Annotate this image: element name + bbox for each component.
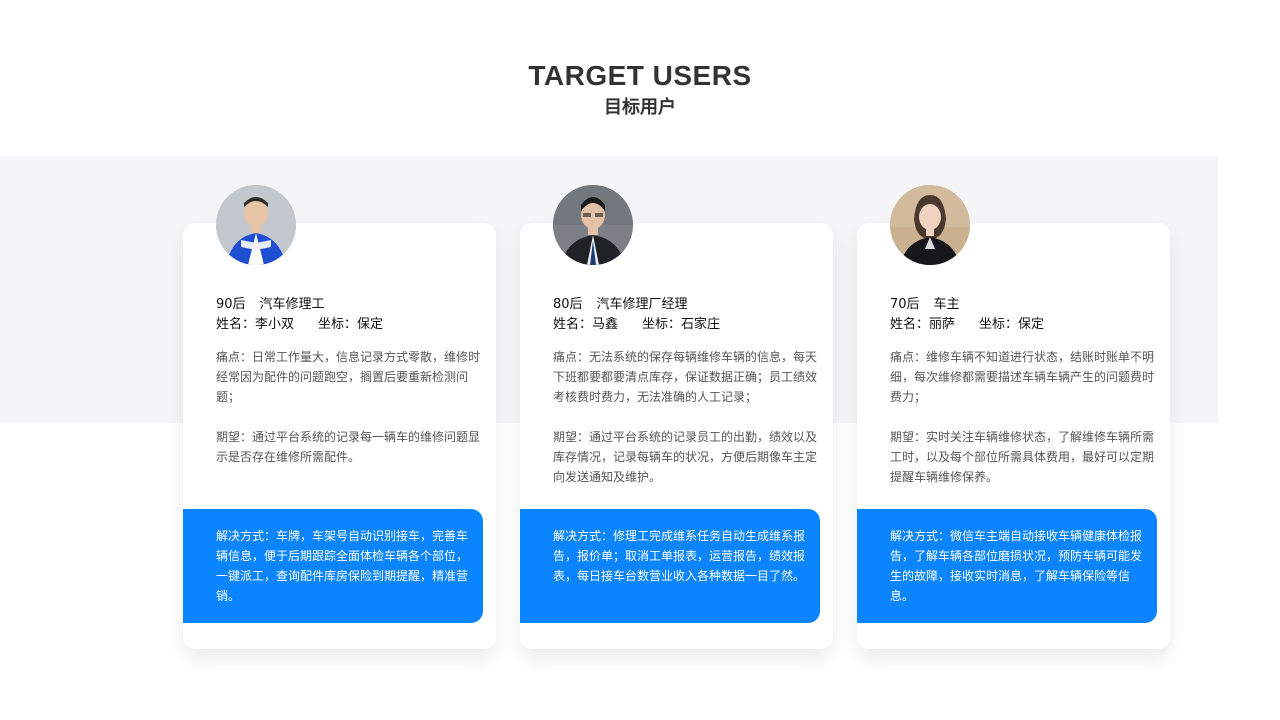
user-card-mechanic: 90后汽车修理工 姓名：李小双 坐标：保定 痛点：日常工作量大，信息记录方式零散，… [183,185,496,649]
user-location: 坐标：保定 [318,317,384,332]
user-role: 车主 [933,297,960,312]
user-meta-row-2: 姓名：丽萨 坐标：保定 [890,315,1150,335]
expectations-text: 期望：通过平台系统的记录员工的出勤，绩效以及库存情况，记录每辆车的状况，方便后期… [553,430,818,484]
user-meta: 70后车主 姓名：丽萨 坐标：保定 [890,295,1150,335]
expectations-text: 期望：实时关注车辆维修状态，了解维修车辆所需工时，以及每个部位所需具体费用，最好… [890,430,1155,484]
expectations-text: 期望：通过平台系统的记录每一辆车的维修问题显示是否存在维修所需配件。 [216,430,481,464]
solution-panel: 解决方式：车牌，车架号自动识别接车，完善车辆信息，便于后期跟踪全面体检车辆各个部… [183,509,483,623]
user-name: 姓名：马鑫 [553,317,619,332]
owner-avatar-icon [890,185,970,265]
user-name: 姓名：丽萨 [890,317,956,332]
user-meta: 80后汽车修理厂经理 姓名：马鑫 坐标：石家庄 [553,295,813,335]
user-card-owner: 70后车主 姓名：丽萨 坐标：保定 痛点：维修车辆不知道进行状态，结账时账单不明细… [857,185,1170,649]
solution-panel: 解决方式：微信车主端自动接收车辆健康体检报告，了解车辆各部位磨损状况，预防车辆可… [857,509,1157,623]
user-location: 坐标：保定 [979,317,1045,332]
user-location: 坐标：石家庄 [642,317,721,332]
manager-avatar-icon [553,185,633,265]
solution-panel: 解决方式：修理工完成维系任务自动生成维系报告，报价单；取消工单报表，运营报告，绩… [520,509,820,623]
user-meta-row-2: 姓名：李小双 坐标：保定 [216,315,476,335]
user-meta-row-2: 姓名：马鑫 坐标：石家庄 [553,315,813,335]
pain-points-text: 痛点：维修车辆不知道进行状态，结账时账单不明细，每次维修都需要描述车辆车辆产生的… [890,350,1155,404]
pain-points-text: 痛点：无法系统的保存每辆维修车辆的信息，每天下班都要都要清点库存，保证数据正确；… [553,350,818,404]
user-meta-row-1: 80后汽车修理厂经理 [553,295,813,315]
user-meta: 90后汽车修理工 姓名：李小双 坐标：保定 [216,295,476,335]
user-meta-row-1: 90后汽车修理工 [216,295,476,315]
page-title: TARGET USERS [528,60,752,91]
pain-points-text: 痛点：日常工作量大，信息记录方式零散，维修时经常因为配件的问题跑空，搁置后要重新… [216,350,481,404]
user-card-manager: 80后汽车修理厂经理 姓名：马鑫 坐标：石家庄 痛点：无法系统的保存每辆维修车辆的… [520,185,833,649]
user-role: 汽车修理工 [259,297,325,312]
user-name: 姓名：李小双 [216,317,295,332]
solution-text: 解决方式：修理工完成维系任务自动生成维系报告，报价单；取消工单报表，运营报告，绩… [553,529,806,583]
user-role: 汽车修理厂经理 [596,297,688,312]
page-header: TARGET USERS 目标用户 [0,58,1280,120]
user-age: 70后 [890,297,920,312]
user-age: 90后 [216,297,246,312]
solution-text: 解决方式：车牌，车架号自动识别接车，完善车辆信息，便于后期跟踪全面体检车辆各个部… [216,529,469,603]
user-age: 80后 [553,297,583,312]
user-meta-row-1: 70后车主 [890,295,1150,315]
page-subtitle: 目标用户 [604,97,676,118]
solution-text: 解决方式：微信车主端自动接收车辆健康体检报告，了解车辆各部位磨损状况，预防车辆可… [890,529,1143,603]
mechanic-avatar-icon [216,185,296,265]
